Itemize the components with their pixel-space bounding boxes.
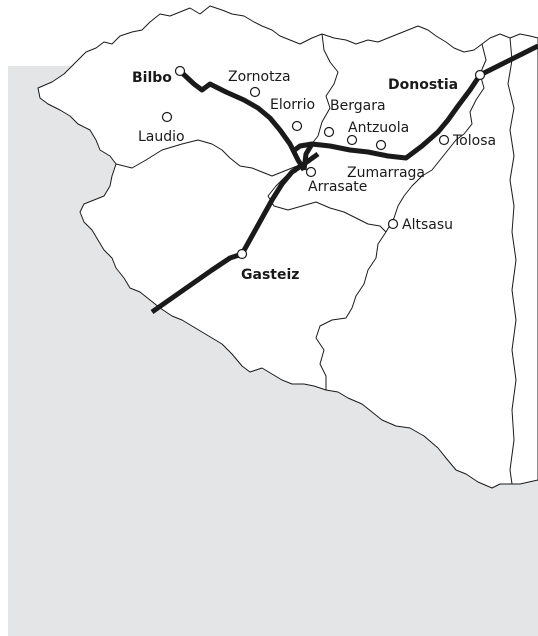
label-gasteiz: Gasteiz [241,267,299,283]
station-tolosa [438,134,450,146]
rail-junction-link [301,142,315,171]
label-bilbo: Bilbo [132,70,172,86]
label-bergara: Bergara [330,98,386,114]
rail-main-line [290,43,538,161]
border-bizkaia-araba [115,139,303,177]
station-zornotza [249,86,261,98]
label-tolosa: Tolosa [452,133,496,149]
station-altsasu [387,218,399,230]
station-zumarraga [375,139,387,151]
label-altsasu: Altsasu [402,217,453,233]
label-zornotza: Zornotza [228,69,291,85]
border-araba-nafarroa [315,231,387,390]
label-zumarraga: Zumarraga [347,165,425,181]
rail-gasteiz-branch [150,151,320,315]
internal-borders [115,33,517,485]
station-bergara [323,126,335,138]
station-elorrio [291,120,303,132]
railway-lines [150,43,538,315]
label-antzuola: Antzuola [348,120,409,136]
border-bizkaia-gipuzkoa [301,33,339,165]
station-gasteiz [236,248,248,260]
city-labels: Bilbo Zornotza Elorrio Bergara Donostia … [132,69,496,283]
station-arrasate [305,166,317,178]
label-elorrio: Elorrio [270,97,315,113]
rail-bilbo-gipuzkoa [178,69,307,172]
station-bilbo [174,65,186,77]
label-arrasate: Arrasate [308,179,367,195]
stations [161,65,486,260]
region-land [37,5,538,489]
station-donostia [474,69,486,81]
station-laudio [161,111,173,123]
station-antzuola [346,134,358,146]
label-donostia: Donostia [388,77,458,93]
border-gipuzkoa-nafarroa [385,43,487,233]
border-nafarroa-east [507,37,517,485]
label-laudio: Laudio [138,129,185,145]
